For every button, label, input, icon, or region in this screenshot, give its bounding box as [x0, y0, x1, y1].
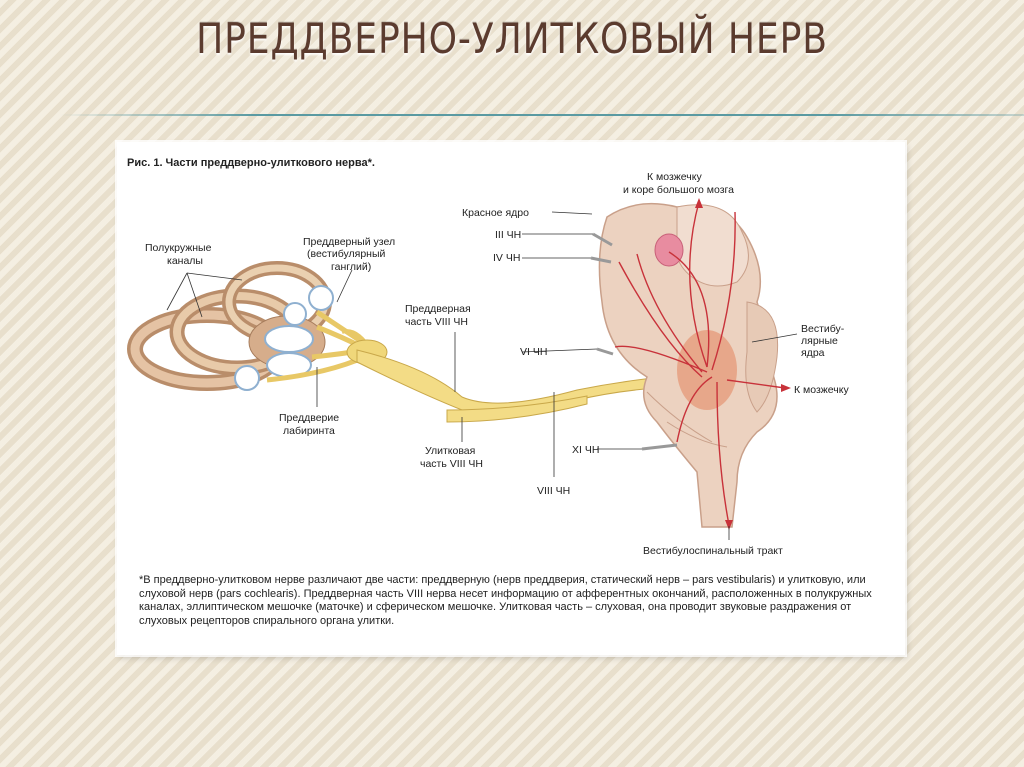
label-to-cerebellum-right: К мозжечку: [794, 384, 849, 396]
label-cn4: IV ЧН: [493, 252, 520, 264]
label-red-nucleus: Красное ядро: [462, 207, 529, 219]
label-to-cortex: и коре большого мозга: [623, 184, 734, 196]
label-vestibular-nuclei-2: лярные: [801, 335, 838, 347]
label-cn8: VIII ЧН: [537, 485, 570, 497]
cranial-nerve-stubs: [590, 232, 678, 451]
label-vestibule-2: лабиринта: [283, 425, 335, 437]
figure-heading: Рис. 1. Части преддверно-улиткового нерв…: [127, 157, 375, 169]
slide-title: ПРЕДДВЕРНО-УЛИТКОВЫЙ НЕРВ: [196, 14, 828, 63]
label-cn11: XI ЧН: [572, 444, 599, 456]
label-vestibulospinal-tract: Вестибулоспинальный тракт: [643, 545, 783, 557]
label-vestibule: Преддверие: [279, 412, 339, 424]
vestibular-pathways: [614, 201, 786, 526]
label-vestibular-part: Преддверная: [405, 303, 471, 315]
leader-lines: [166, 211, 798, 540]
label-vestibular-part-2: часть VIII ЧН: [405, 316, 468, 328]
title-divider: [60, 114, 1024, 116]
figure-caption: *В преддверно-улитковом нерве различают …: [139, 574, 872, 627]
label-ganglion-3: ганглий): [331, 261, 371, 273]
label-semicircular: Полукружные: [145, 242, 212, 254]
nerve-diagram: Рис. 1. Части преддверно-улиткового нерв…: [127, 157, 849, 557]
label-vestibular-nuclei: Вестибу-: [801, 323, 845, 335]
figure-card: Рис. 1. Части преддверно-улиткового нерв…: [117, 142, 905, 655]
label-semicircular-2: каналы: [167, 255, 203, 267]
label-cn6: VI ЧН: [520, 346, 547, 358]
label-cochlear-part-2: часть VIII ЧН: [420, 458, 483, 470]
label-cochlear-part: Улитковая: [425, 445, 475, 457]
pathway-arrows: [695, 198, 791, 530]
label-cn3: III ЧН: [495, 229, 521, 241]
vestibulocochlear-nerve: [266, 309, 710, 423]
label-ganglion: Преддверный узел: [303, 236, 395, 248]
label-to-cerebellum-top: К мозжечку: [647, 171, 702, 183]
vestibule-labyrinth: [234, 285, 334, 391]
label-ganglion-2: (вестибулярный: [307, 248, 386, 260]
brainstem: [598, 202, 779, 528]
label-vestibular-nuclei-3: ядра: [801, 347, 825, 359]
